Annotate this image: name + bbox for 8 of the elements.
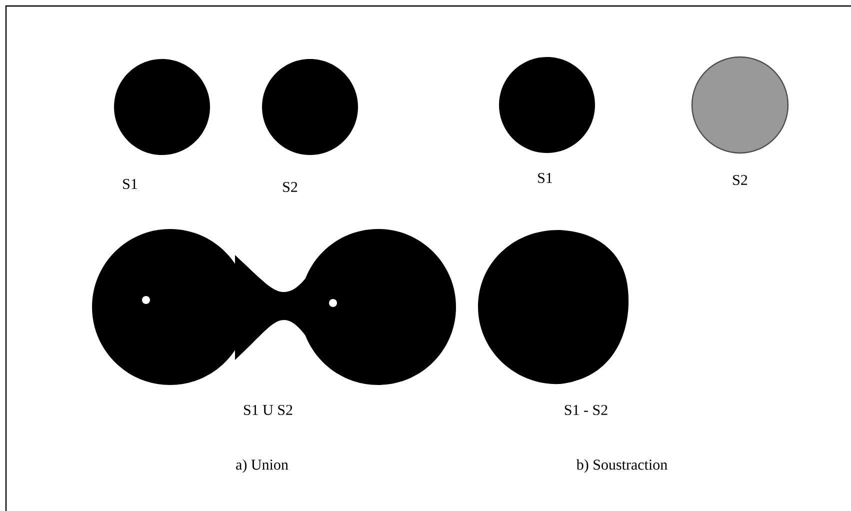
shape-label: S1 U S2	[244, 404, 292, 416]
shape-label: S2	[283, 182, 298, 192]
shape-label: S2	[733, 174, 748, 186]
shape-label: S1	[123, 178, 138, 190]
shape-label: S1 - S2	[564, 404, 608, 416]
shape-label: a) Union	[236, 459, 288, 473]
shape-label: b) Soustraction	[576, 459, 668, 473]
shape-label: S1	[538, 172, 552, 184]
